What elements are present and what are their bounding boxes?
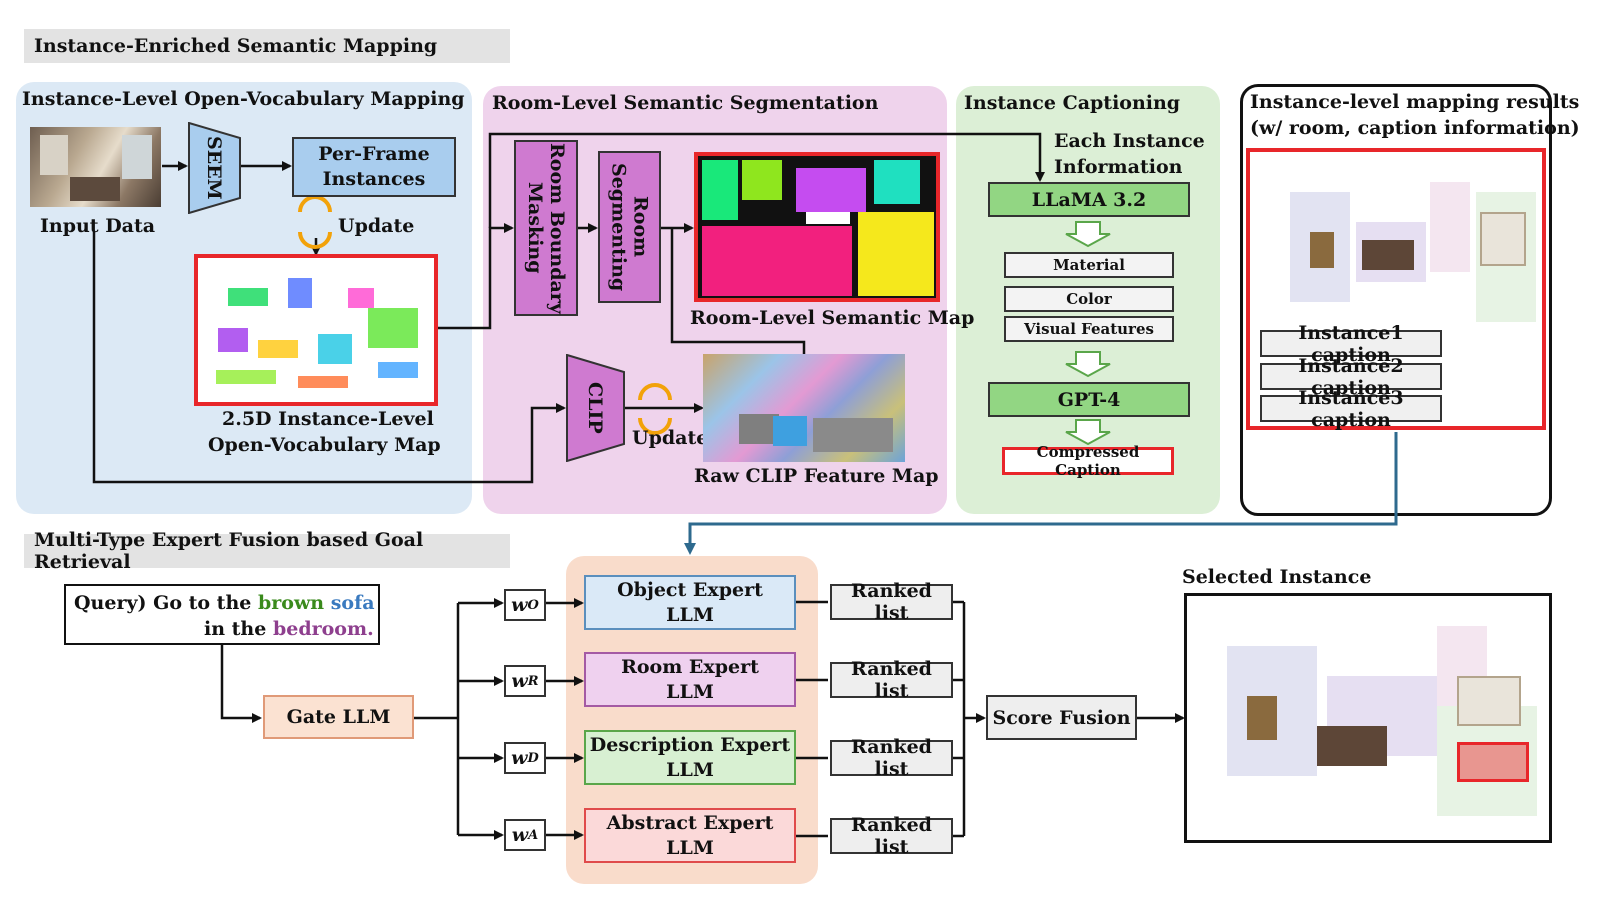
room-boundary-masking-label: Room Boundary Masking	[524, 142, 568, 314]
room-segmenting-box: Room Segmenting	[598, 151, 661, 303]
query-line-2: in the bedroom.	[204, 618, 374, 640]
section-header-mapping: Instance-Enriched Semantic Mapping	[24, 29, 510, 63]
query-sofa: sofa	[324, 592, 375, 614]
ranked-list-room: Ranked list	[830, 658, 953, 702]
object-expert-box: Object Expert LLM	[584, 575, 796, 630]
gate-llm-box: Gate LLM	[263, 695, 414, 739]
instance3-caption-label: Instance3 caption	[1298, 386, 1404, 431]
material-label: Material	[1053, 256, 1125, 274]
per-frame-instances-box: Per-Frame Instances	[292, 137, 456, 197]
room-expert-box: Room Expert LLM	[584, 652, 796, 707]
instance1-caption-box: Instance1 caption	[1260, 322, 1442, 366]
raw-clip-feature-label: Raw CLIP Feature Map	[694, 465, 939, 487]
panel4-title-1: Instance-level mapping results	[1250, 91, 1580, 113]
input-data-image	[30, 127, 161, 207]
update-label-1: Update	[338, 215, 415, 237]
gate-llm-label: Gate LLM	[286, 706, 391, 728]
selected-instance-image	[1184, 593, 1552, 843]
each-instance-label-1: Each Instance	[1054, 130, 1205, 152]
object-expert-line2: LLM	[666, 603, 714, 626]
room-expert-line1: Room Expert	[621, 655, 759, 678]
llama-label: LLaMA 3.2	[1031, 188, 1147, 211]
instance2-caption-box: Instance2 caption	[1260, 355, 1442, 399]
instance-level-map	[194, 254, 438, 406]
clip-label: CLIP	[584, 382, 606, 434]
clip-encoder	[566, 354, 625, 462]
visual-features-label: Visual Features	[1024, 320, 1154, 338]
query-line-1: Query) Go to the brown sofa	[74, 592, 375, 614]
seem-encoder	[188, 122, 241, 214]
color-label: Color	[1066, 290, 1112, 308]
selected-instance-label: Selected Instance	[1182, 566, 1372, 588]
each-instance-label-2: Information	[1054, 156, 1183, 178]
room-level-semantic-map	[694, 152, 940, 302]
panel4-title-2: (w/ room, caption information)	[1250, 117, 1580, 139]
description-expert-line2: LLM	[666, 758, 714, 781]
material-box: Material	[1004, 252, 1174, 278]
query-brown: brown	[257, 592, 325, 614]
selected-sofa-highlight	[1457, 742, 1529, 782]
update-label-2: Update	[632, 427, 709, 449]
color-box: Color	[1004, 286, 1174, 312]
ranked-list-abstract: Ranked list	[830, 814, 953, 858]
room-semantic-map-label: Room-Level Semantic Map	[690, 307, 975, 329]
panel2-title: Room-Level Semantic Segmentation	[492, 92, 879, 114]
panel1-title: Instance-Level Open-Vocabulary Mapping	[22, 88, 465, 110]
instance3-caption-box: Instance3 caption	[1260, 387, 1442, 431]
input-data-label: Input Data	[40, 215, 156, 237]
score-fusion-label: Score Fusion	[992, 706, 1131, 729]
raw-clip-feature-map	[703, 354, 905, 462]
abstract-expert-line1: Abstract Expert	[606, 811, 774, 834]
compressed-caption-label: Compressed Caption	[1036, 443, 1140, 479]
visual-features-box: Visual Features	[1004, 316, 1174, 342]
gpt4-label: GPT-4	[1057, 388, 1121, 411]
seem-label: SEEM	[203, 136, 225, 200]
map-label-line1: 2.5D Instance-Level	[222, 408, 434, 430]
description-expert-line1: Description Expert	[589, 733, 791, 756]
per-frame-instances-label: Per-Frame Instances	[318, 143, 430, 190]
room-expert-line2: LLM	[666, 680, 714, 703]
abstract-expert-line2: LLM	[666, 836, 714, 859]
llama-box: LLaMA 3.2	[988, 182, 1190, 217]
compressed-caption-box: Compressed Caption	[1002, 443, 1174, 479]
instance2-caption-label: Instance2 caption	[1298, 354, 1404, 399]
section-header-retrieval: Multi-Type Expert Fusion based Goal Retr…	[24, 529, 510, 573]
room-boundary-masking-box: Room Boundary Masking	[514, 140, 578, 316]
ranked-list-description: Ranked list	[830, 736, 953, 780]
description-expert-box: Description Expert LLM	[584, 730, 796, 785]
abstract-expert-box: Abstract Expert LLM	[584, 808, 796, 863]
query-box: Query) Go to the brown sofa in the bedro…	[64, 584, 380, 645]
map-label-line2: Open-Vocabulary Map	[208, 434, 441, 456]
gpt4-box: GPT-4	[988, 382, 1190, 417]
query-bedroom: bedroom.	[272, 618, 374, 640]
panel3-title: Instance Captioning	[964, 92, 1181, 114]
score-fusion-box: Score Fusion	[986, 695, 1137, 740]
object-expert-line1: Object Expert	[617, 578, 763, 601]
ranked-list-object: Ranked list	[830, 580, 953, 624]
room-segmenting-label: Room Segmenting	[607, 162, 652, 292]
instance1-caption-label: Instance1 caption	[1298, 321, 1404, 366]
